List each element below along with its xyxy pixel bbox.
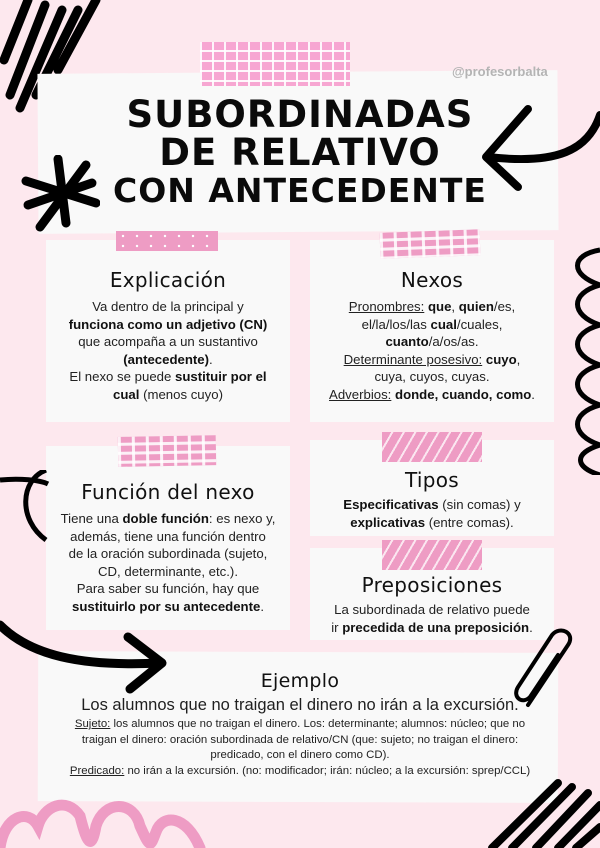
nexos-content: Nexos Pronombres: que, quien/es, el/la/l… (310, 268, 554, 403)
explicacion-text: Va dentro de la principal y funciona com… (46, 298, 290, 403)
text-line: los alumnos que no traigan el dinero. Lo… (110, 718, 526, 730)
example-content: Ejemplo Los alumnos que no traigan el di… (38, 670, 562, 779)
nexos-card (310, 240, 554, 422)
text-bold: precedida de una preposición (342, 619, 530, 635)
text-line: que acompaña a un sustantivo (78, 334, 258, 349)
text-line: . (529, 619, 533, 635)
text-bold: donde, cuando, como (395, 386, 532, 402)
text-line: traigan el dinero: oración subordinada d… (81, 733, 519, 746)
sujeto-label: Sujeto: (74, 718, 111, 730)
text-line: . (260, 598, 264, 614)
text-bold: cual (430, 316, 457, 332)
preposiciones-text: La subordinada de relativo puede ir prec… (310, 601, 554, 636)
example-title: Ejemplo (260, 670, 340, 692)
zigzag-icon (575, 247, 600, 475)
explicacion-card (46, 240, 290, 422)
preposiciones-tape (382, 540, 482, 570)
text-line: /es, (493, 299, 516, 314)
example-analysis: Sujeto: los alumnos que no traigan el di… (38, 717, 562, 779)
explicacion-title: Explicación (109, 268, 227, 292)
text-bold: sustituirlo por su antecedente (72, 598, 261, 614)
text-bold: cuanto (385, 334, 429, 349)
text-line: : es nexo y, (208, 511, 276, 526)
text-line: el/la/los/las (361, 316, 431, 332)
funcion-content: Función del nexo Tiene una doble función… (40, 480, 296, 615)
determinante-label: Determinante posesivo: (343, 351, 483, 367)
text-bold: cuyo (485, 351, 517, 367)
text-line: Para saber su función, hay que (76, 581, 260, 596)
text-line: . (209, 351, 213, 367)
title-tape (200, 42, 350, 86)
text-bold: funciona como un adjetivo (CN) (68, 316, 268, 332)
text-bold: cual (113, 386, 140, 402)
text-line: Va dentro de la principal y (92, 299, 244, 314)
title-line-2: DE RELATIVO (159, 131, 441, 174)
funcion-text: Tiene una doble función: es nexo y, adem… (40, 510, 296, 615)
preposiciones-content: Preposiciones La subordinada de relativo… (310, 573, 554, 636)
text-line: /a/os/as. (428, 334, 479, 349)
text-bold: sustituir por el (174, 369, 267, 384)
text-line: /cuales, (456, 316, 503, 332)
text-line: no irán a la excursión. (no: modificador… (124, 764, 531, 777)
explicacion-content: Explicación Va dentro de la principal y … (46, 268, 290, 403)
text-bold: explicativas (350, 514, 426, 530)
title-line-1: SUBORDINADAS (126, 93, 474, 136)
nexos-title: Nexos (400, 268, 464, 292)
tipos-tape (382, 432, 482, 462)
adverbios-label: Adverbios: (329, 386, 392, 402)
text-bold: que (427, 299, 452, 314)
text-bold: quien (458, 299, 494, 314)
text-line: El nexo se puede (69, 369, 175, 384)
text-bold: doble función (122, 511, 209, 526)
tipos-content: Tipos Especificativas (sin comas) y expl… (310, 468, 554, 531)
text-line: predicado, con el dinero como CD). (210, 749, 390, 761)
title-line-3: CON ANTECEDENTE (113, 171, 487, 210)
author-handle: @profesorbalta (452, 64, 548, 79)
text-line: (sin comas) y (438, 497, 521, 512)
text-line: ir (331, 619, 343, 635)
example-sentence: Los alumnos que no traigan el dinero no … (81, 696, 519, 714)
tipos-title: Tipos (404, 468, 459, 492)
funcion-title: Función del nexo (81, 480, 255, 504)
text-line: además, tiene una función dentro (70, 528, 266, 544)
preposiciones-title: Preposiciones (361, 573, 503, 597)
text-line: cuya, cuyos, cuyas. (374, 369, 490, 384)
nexos-text: Pronombres: que, quien/es, el/la/los/las… (310, 298, 554, 403)
explicacion-tape (116, 231, 218, 251)
text-bold: Especificativas (343, 497, 439, 512)
loops-icon (0, 799, 206, 848)
text-line: (entre comas). (425, 514, 514, 530)
page-title: SUBORDINADAS DE RELATIVO CON ANTECEDENTE (0, 96, 600, 210)
tipos-text: Especificativas (sin comas) y explicativ… (310, 496, 554, 531)
funcion-tape (117, 435, 217, 467)
pronombres-label: Pronombres: (348, 299, 425, 314)
text-bold: (antecedente) (123, 351, 210, 367)
funcion-card (46, 446, 290, 630)
nexos-tape (379, 229, 481, 259)
text-line: La subordinada de relativo puede (334, 602, 530, 617)
text-line: (menos cuyo) (139, 386, 223, 402)
text-line: de la oración subordinada (sujeto, (68, 546, 268, 561)
text-line: CD, determinante, etc.). (98, 563, 238, 579)
text-line: Tiene una (60, 511, 123, 526)
predicado-label: Predicado: (69, 764, 125, 777)
